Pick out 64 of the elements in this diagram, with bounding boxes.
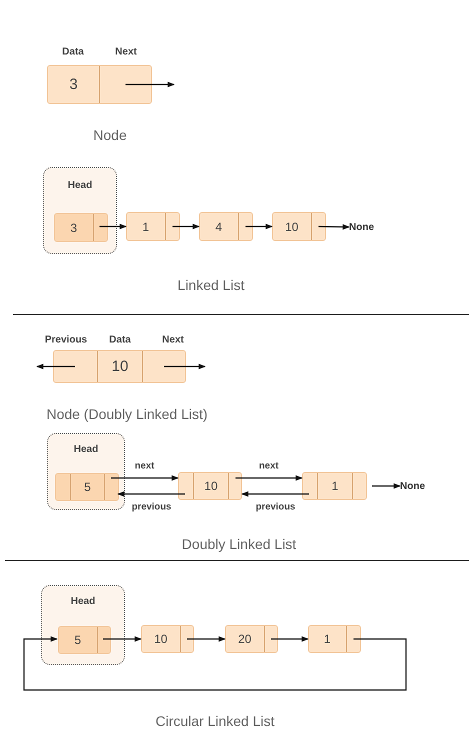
- edge-label: next: [134, 460, 156, 472]
- arrow: [23, 636, 407, 691]
- head-label: Head: [72, 444, 100, 455]
- list-node-box: [272, 212, 326, 241]
- list-node-box: [178, 472, 242, 500]
- arrow: [318, 224, 350, 230]
- list-node-box: [54, 213, 108, 242]
- arrow: [100, 224, 127, 230]
- data-value: 1: [324, 632, 331, 646]
- head-label: Head: [66, 180, 94, 191]
- arrow: [111, 475, 179, 481]
- head-group-box: [43, 167, 117, 254]
- field-label: Data: [109, 334, 131, 346]
- arrow: [117, 491, 185, 497]
- data-value: 1: [142, 220, 150, 234]
- arrow: [172, 224, 200, 230]
- data-value: 1: [332, 479, 338, 493]
- edge-label: previous: [130, 502, 172, 512]
- field-label: Next: [115, 46, 137, 58]
- list-node-box: [302, 472, 367, 500]
- data-value: 5: [84, 480, 91, 494]
- arrow: [187, 636, 226, 642]
- list-node-box: [58, 626, 111, 654]
- caption: Node (Doubly Linked List): [46, 406, 208, 422]
- list-node-box: [55, 473, 119, 501]
- terminal-label: None: [349, 220, 379, 234]
- head-group-box: [47, 433, 125, 510]
- arrow: [246, 224, 273, 230]
- list-node-box: [53, 350, 186, 383]
- caption: Node: [93, 127, 127, 143]
- data-value: 10: [204, 479, 218, 493]
- list-node-box: [308, 625, 361, 653]
- caption: Linked List: [178, 277, 244, 293]
- list-node-box: [225, 625, 278, 653]
- head-label: Head: [70, 596, 96, 607]
- terminal-label: None: [400, 479, 430, 493]
- arrow: [372, 483, 401, 489]
- edge-label: next: [258, 460, 280, 472]
- field-label: Previous: [44, 334, 88, 346]
- list-node-box: [126, 212, 180, 241]
- edge-label: previous: [254, 502, 296, 512]
- list-node-box: [199, 212, 253, 241]
- arrow: [126, 82, 175, 88]
- arrow: [164, 364, 206, 370]
- caption: Doubly Linked List: [182, 536, 296, 552]
- caption: Circular Linked List: [155, 713, 275, 729]
- arrow: [241, 491, 309, 497]
- arrow: [271, 636, 309, 642]
- data-value: 4: [215, 220, 222, 234]
- arrow: [103, 636, 142, 642]
- field-label: Next: [162, 334, 184, 346]
- data-value: 5: [74, 633, 82, 647]
- data-value: 10: [154, 632, 168, 646]
- data-value: 10: [112, 358, 128, 375]
- arrow: [36, 364, 75, 370]
- field-label: Data: [62, 46, 84, 58]
- head-group-box: [41, 585, 125, 665]
- data-value: 3: [70, 220, 78, 234]
- arrow: [236, 475, 303, 481]
- list-node-box: [141, 625, 194, 653]
- data-value: 10: [285, 220, 298, 234]
- data-value: 20: [238, 632, 252, 646]
- list-node-box: [47, 65, 152, 104]
- data-value: 3: [69, 76, 78, 93]
